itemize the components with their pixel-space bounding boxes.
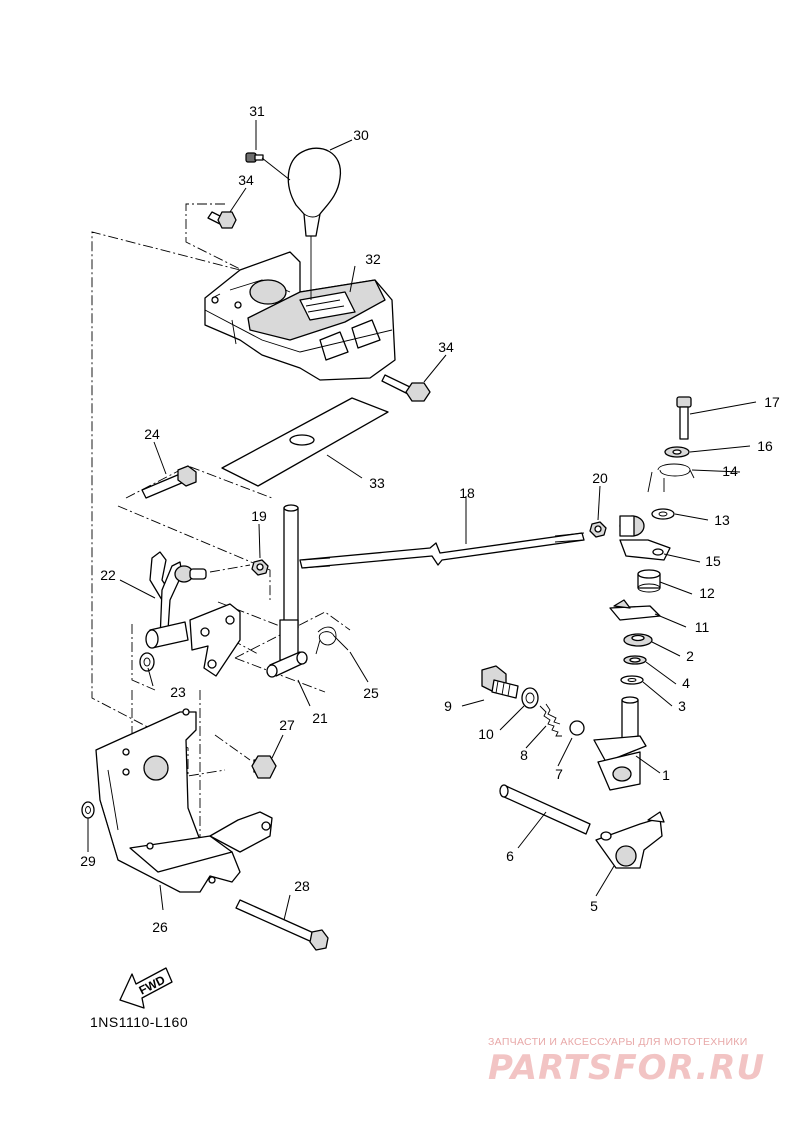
bolt-part-34-right	[381, 374, 431, 402]
watermark-tagline: ЗАПЧАСТИ И АКСЕССУАРЫ ДЛЯ МОТОТЕХНИКИ	[488, 1036, 748, 1048]
callout-23: 23	[170, 684, 186, 700]
callout-26: 26	[152, 919, 168, 935]
callout-12: 12	[699, 585, 715, 601]
callout-31: 31	[249, 103, 265, 119]
shift-shaft-part-1	[593, 696, 647, 791]
bolt-part-34-upper	[207, 211, 237, 229]
bolt-part-27	[251, 755, 277, 779]
spring-part-25	[315, 626, 349, 655]
circlip-part-4	[623, 655, 647, 665]
washer-part-23	[139, 652, 155, 672]
callout-7: 7	[555, 766, 563, 782]
ball-part-7	[569, 720, 585, 736]
callout-33: 33	[369, 475, 385, 491]
lever-housing-part-32	[204, 251, 396, 381]
callout-3: 3	[678, 698, 686, 714]
callout-18: 18	[459, 485, 475, 501]
callout-27: 27	[279, 717, 295, 733]
callout-8: 8	[520, 747, 528, 763]
shaft-part-6	[499, 784, 591, 835]
screw-part-31	[245, 152, 291, 181]
watermark-logo: PARTSFOR.RU	[488, 1048, 766, 1088]
bolt-part-28	[235, 899, 329, 951]
ring-part-2	[623, 633, 653, 647]
callout-9: 9	[444, 698, 452, 714]
callout-22: 22	[100, 567, 116, 583]
callout-28: 28	[294, 878, 310, 894]
callout-16: 16	[757, 438, 773, 454]
washer-part-16	[664, 446, 690, 458]
callout-21: 21	[312, 710, 328, 726]
bolt-part-24	[141, 465, 197, 499]
callout-17: 17	[764, 394, 780, 410]
callout-10: 10	[478, 726, 494, 742]
shift-fork-part-5	[595, 811, 665, 869]
callout-11: 11	[695, 619, 710, 635]
shift-rod-part-21	[266, 504, 308, 678]
gasket-part-33	[221, 397, 389, 487]
leader-lines	[87, 120, 757, 921]
washer-part-10	[521, 687, 539, 709]
shift-knob-part-30	[287, 147, 341, 300]
callout-5: 5	[590, 898, 598, 914]
callout-34-upper: 34	[238, 172, 254, 188]
washer-part-13	[651, 508, 675, 520]
callout-29: 29	[80, 853, 96, 869]
washer-part-3	[620, 675, 644, 685]
callout-25: 25	[363, 685, 379, 701]
fwd-arrow: FWD	[119, 967, 173, 1009]
callout-1: 1	[662, 767, 670, 783]
shift-rod-part-18	[299, 532, 585, 569]
callouts: 1 2 3 4 5 6 7 8 9 10 11 12 13 14 15 16 1…	[80, 103, 780, 935]
callout-4: 4	[682, 675, 690, 691]
spring-part-8	[539, 703, 562, 737]
arm-part-15	[619, 515, 671, 561]
plug-part-9	[481, 665, 519, 699]
callout-2: 2	[686, 648, 694, 664]
bolt-part-17	[676, 396, 692, 440]
nut-part-20	[589, 521, 607, 538]
shift-bracket	[189, 603, 241, 677]
callout-30: 30	[353, 127, 369, 143]
callout-13: 13	[714, 512, 730, 528]
callout-20: 20	[592, 470, 608, 486]
callout-32: 32	[365, 251, 381, 267]
shift-lever-part-22	[145, 551, 207, 649]
callout-19: 19	[251, 508, 267, 524]
callout-15: 15	[705, 553, 721, 569]
callout-24: 24	[144, 426, 160, 442]
nut-part-19	[251, 559, 269, 576]
diagram-code: 1NS1110-L160	[90, 1014, 189, 1030]
callout-6: 6	[506, 848, 514, 864]
callout-34-right: 34	[438, 339, 454, 355]
mount-bracket-part-26	[95, 708, 273, 893]
washer-part-29	[81, 801, 95, 819]
clip-part-14	[647, 463, 695, 493]
callout-14: 14	[722, 463, 738, 479]
collar-part-12	[637, 569, 661, 593]
plate-part-11	[609, 599, 661, 621]
